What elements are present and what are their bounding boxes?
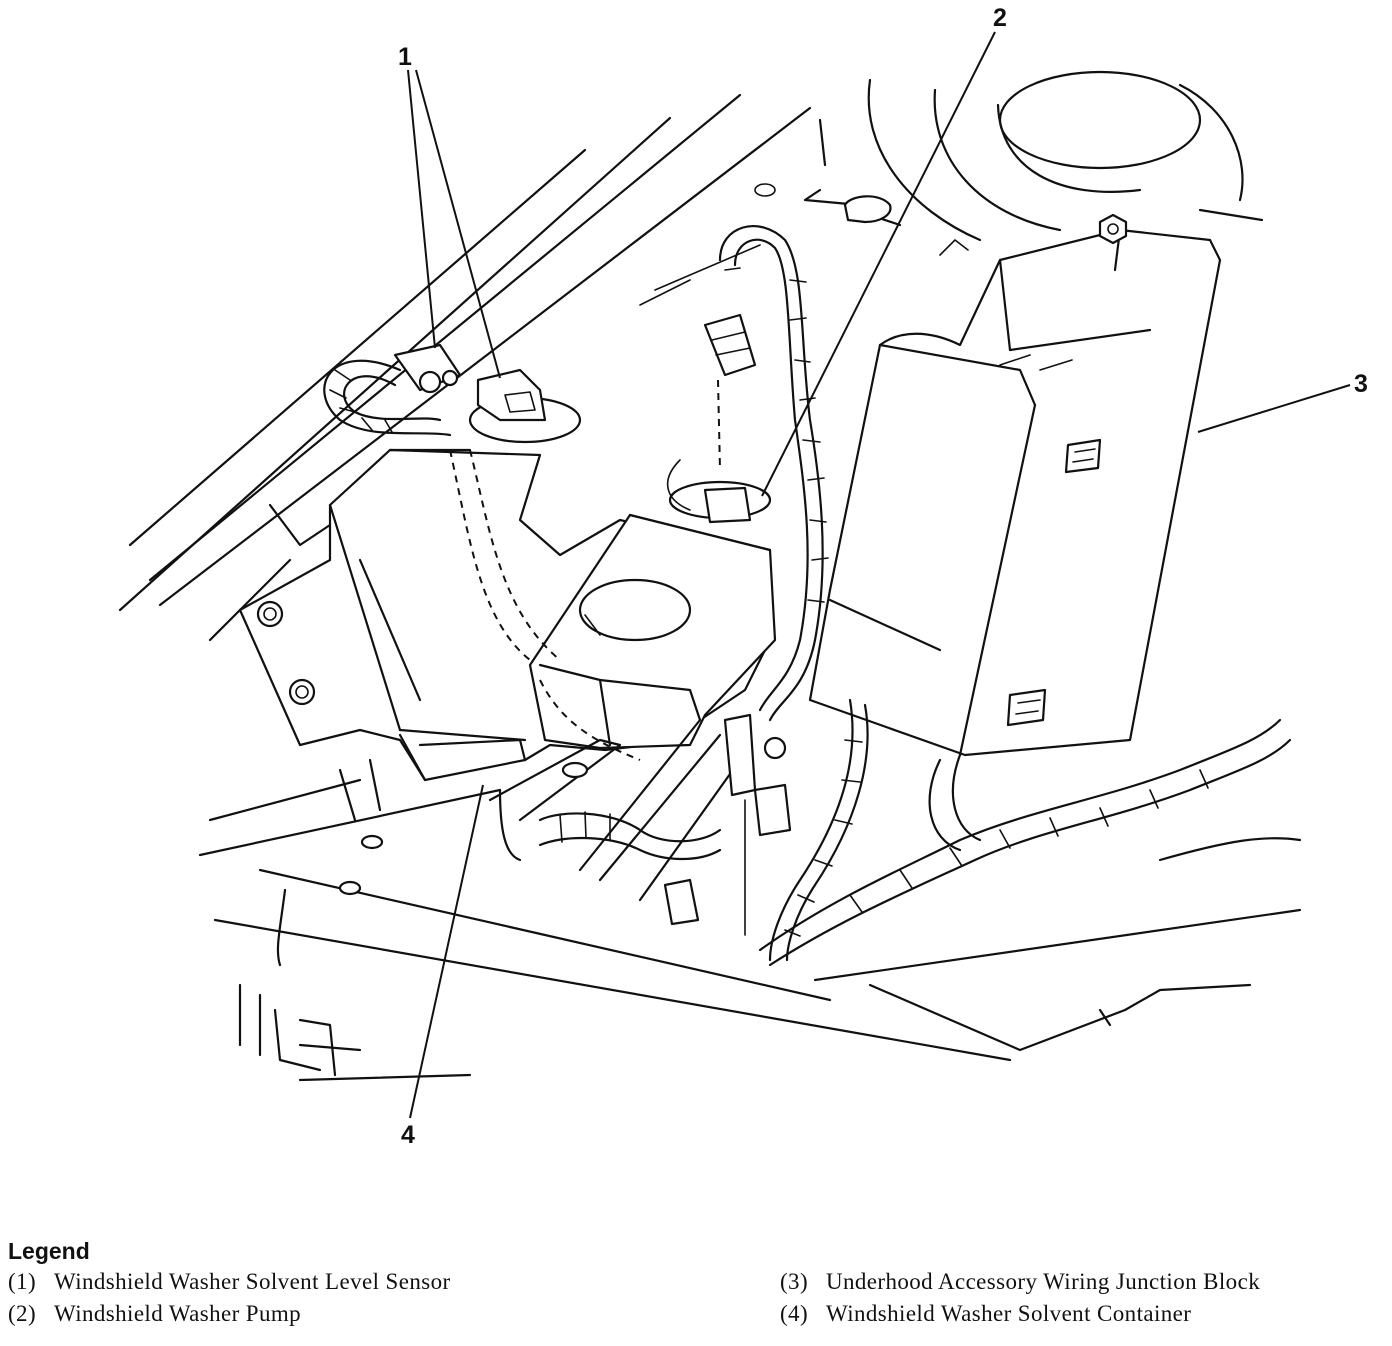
legend-item-number: (2) <box>8 1301 37 1326</box>
washer-solvent-container <box>238 448 777 782</box>
legend: Legend (1) Windshield Washer Solvent Leve… <box>8 1238 1384 1327</box>
legend-item-number: (3) <box>780 1269 809 1294</box>
junction-block <box>808 213 1222 757</box>
callout-3-leader <box>1197 384 1351 433</box>
callout-number-1: 1 <box>398 43 412 71</box>
legend-item-washer-pump: (2) Windshield Washer Pump <box>8 1301 780 1327</box>
washer-pump-assembly <box>666 225 829 722</box>
callout-4-leader <box>409 784 484 1119</box>
legend-item-solvent-container: (4) Windshield Washer Solvent Container <box>780 1301 1380 1327</box>
legend-item-label: Windshield Washer Solvent Level Sensor <box>54 1269 451 1294</box>
legend-item-level-sensor: (1) Windshield Washer Solvent Level Senso… <box>8 1269 780 1295</box>
level-sensor-assembly <box>323 343 582 444</box>
callout-number-2: 2 <box>993 4 1007 32</box>
callout-number-4: 4 <box>401 1121 415 1149</box>
legend-item-label: Windshield Washer Pump <box>54 1301 302 1326</box>
callout-2-leader <box>761 31 996 497</box>
callout-1-leader-b <box>415 69 501 379</box>
fender-body-lines <box>118 93 812 642</box>
legend-item-label: Underhood Accessory Wiring Junction Bloc… <box>826 1269 1261 1294</box>
strut-tower <box>818 70 1264 256</box>
lower-body-and-harness <box>198 183 1302 1082</box>
legend-item-junction-block: (3) Underhood Accessory Wiring Junction B… <box>780 1269 1380 1295</box>
legend-items: (1) Windshield Washer Solvent Level Senso… <box>8 1269 1384 1327</box>
legend-item-number: (4) <box>780 1301 809 1326</box>
legend-item-label: Windshield Washer Solvent Container <box>826 1301 1192 1326</box>
legend-item-number: (1) <box>8 1269 37 1294</box>
engine-bay-diagram: 1 2 3 4 <box>118 4 1368 1149</box>
legend-title: Legend <box>8 1238 90 1264</box>
callout-leaders <box>407 31 1351 1119</box>
callout-number-3: 3 <box>1354 370 1368 398</box>
callout-1-leader-a <box>407 69 436 349</box>
